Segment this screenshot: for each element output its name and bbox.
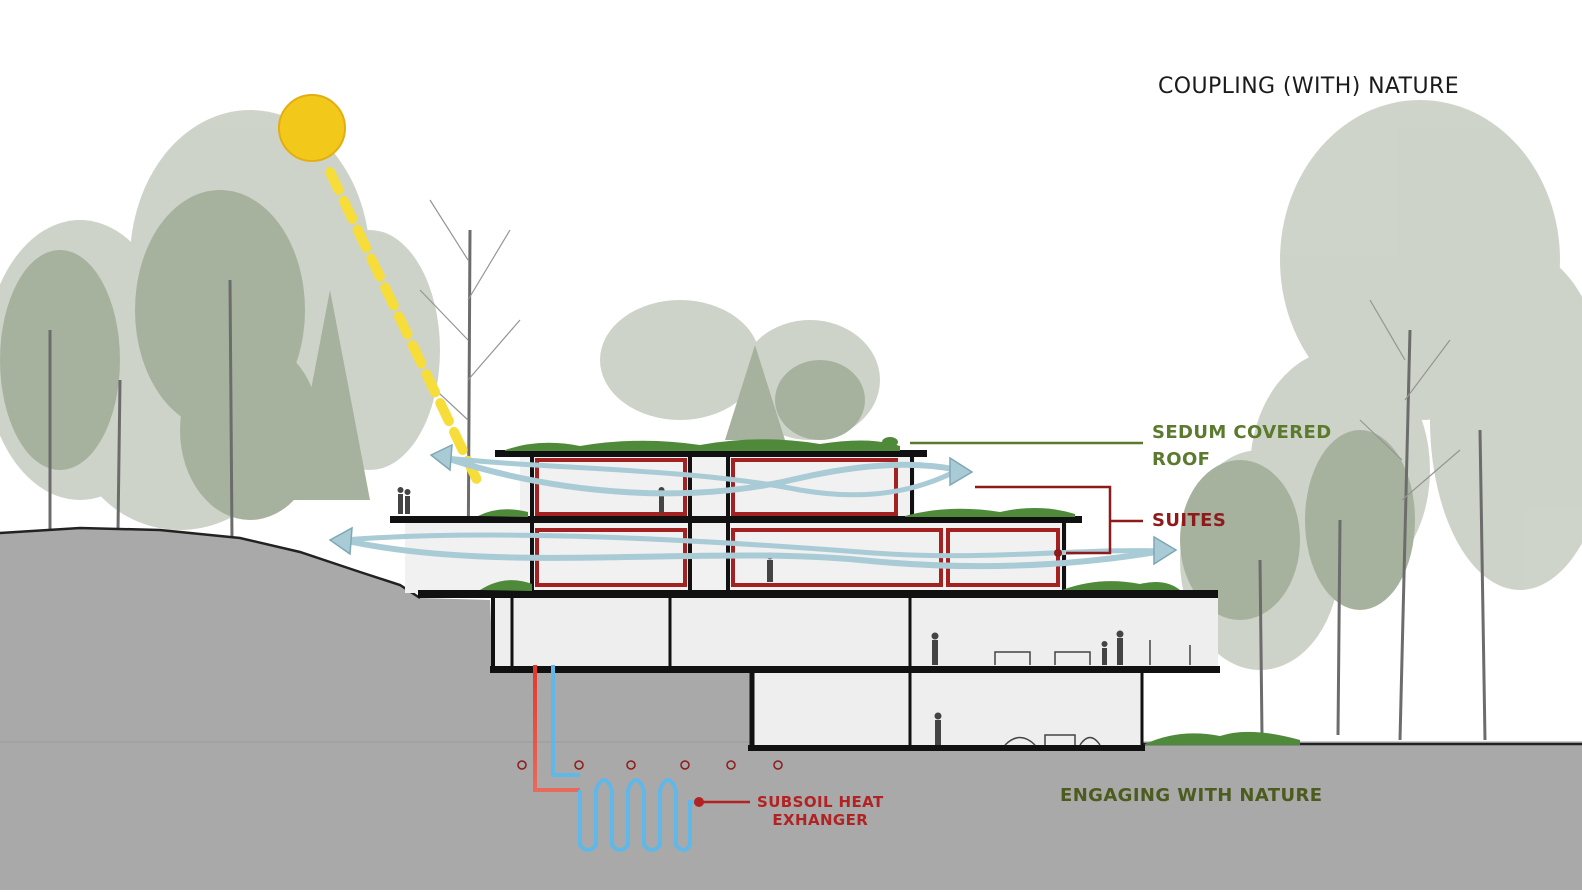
sedum-roofs — [478, 437, 1300, 745]
lower-floors — [491, 598, 1218, 748]
suites-leader — [975, 485, 1143, 555]
sedum-roof-label-line2: ROOF — [1152, 449, 1211, 470]
ground-terrain — [0, 528, 1582, 890]
heat-exchanger-leader — [694, 797, 750, 807]
airflow-arrowheads — [328, 443, 1178, 566]
suites-label: SUITES — [1152, 510, 1227, 531]
sun-icon — [278, 94, 346, 162]
floor-slabs — [390, 450, 1220, 751]
furniture — [994, 640, 1191, 746]
airflow-arrows — [340, 455, 1165, 570]
heat-exchanger-label: SUBSOIL HEAT EXHANGER — [757, 793, 884, 829]
heat-exchanger-label-line2: EXHANGER — [772, 811, 869, 829]
sedum-roof-label: SEDUM COVERED ROOF — [1152, 419, 1332, 473]
heat-exchanger-label-line1: SUBSOIL HEAT — [757, 793, 884, 811]
background-trees — [0, 100, 1582, 741]
diagram-title: COUPLING (WITH) NATURE — [1158, 74, 1459, 99]
engaging-nature-label: ENGAGING WITH NATURE — [1060, 785, 1323, 806]
terrain-line — [0, 526, 421, 600]
sun-ray — [325, 167, 482, 485]
sedum-roof-label-line1: SEDUM COVERED — [1152, 422, 1332, 443]
heat-exchanger-pipes — [533, 665, 700, 852]
soil-sensors — [517, 760, 783, 770]
people-silhouettes — [397, 487, 1124, 745]
